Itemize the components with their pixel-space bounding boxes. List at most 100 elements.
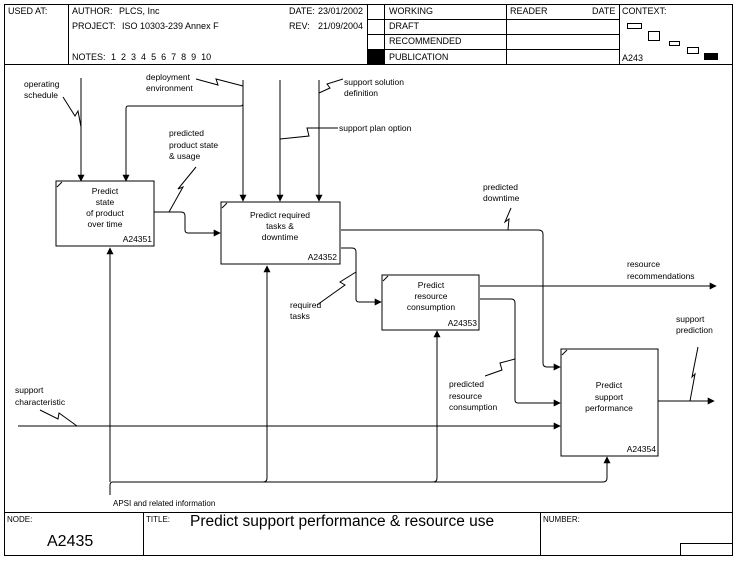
svg-text:characteristic: characteristic (15, 397, 66, 407)
svg-text:deployment: deployment (146, 72, 191, 82)
note-number[interactable]: 4 (141, 52, 147, 62)
activity-box-4[interactable]: Predict support performance A24354 (560, 348, 659, 457)
title-label: TITLE: (146, 515, 171, 524)
label-resource-recommendations: resource recommendations (627, 259, 695, 281)
node-value: A2435 (47, 533, 94, 550)
note-number[interactable]: 2 (121, 52, 127, 62)
project-value: ISO 10303-239 Annex F (122, 21, 219, 31)
squiggle (318, 78, 344, 94)
reader-date-label: DATE (592, 6, 616, 16)
status-publication[interactable]: PUBLICATION (389, 52, 449, 62)
label-support-prediction: support prediction (676, 314, 713, 335)
activity-box-3[interactable]: Predict resource consumption A24353 (381, 274, 480, 331)
squiggle (195, 78, 244, 87)
box-number: A24351 (123, 234, 153, 244)
idef0-frame (4, 4, 733, 556)
box-label: state (96, 197, 115, 207)
box-label: consumption (407, 302, 455, 312)
squiggle (484, 358, 516, 377)
box-label: performance (585, 403, 633, 413)
svg-text:support: support (676, 314, 705, 324)
svg-text:required: required (290, 300, 321, 310)
note-number[interactable]: 9 (191, 52, 197, 62)
arrow-apsi-box3 (432, 330, 441, 483)
activity-box-1[interactable]: Predict state of product over time A2435… (55, 180, 155, 247)
svg-text:APSI and related information: APSI and related information (113, 499, 215, 508)
arrow-predicted-product-state (154, 211, 221, 237)
note-number[interactable]: 1 (111, 52, 117, 62)
node-label: NODE: (7, 515, 33, 524)
box-label: support (595, 392, 624, 402)
arrow-apsi-box2 (262, 265, 271, 483)
context-label: CONTEXT: (622, 6, 667, 16)
diagram-title: Predict support performance & resource u… (190, 513, 495, 530)
svg-text:recommendations: recommendations (627, 271, 695, 281)
activity-box-2[interactable]: Predict required tasks & downtime A24352 (220, 201, 341, 265)
box-label: Predict (418, 280, 445, 290)
box-label: resource (414, 291, 447, 301)
box-label: Predict (92, 186, 119, 196)
status-recommended[interactable]: RECOMMENDED (389, 36, 462, 46)
svg-text:schedule: schedule (24, 90, 58, 100)
reader-label: READER (510, 6, 548, 16)
number-label: NUMBER: (543, 515, 580, 524)
squiggle (689, 346, 699, 402)
context-node: A243 (622, 53, 644, 63)
label-required-tasks: required tasks (290, 300, 321, 321)
box-label: Predict (596, 380, 623, 390)
squiggle (168, 166, 197, 213)
svg-text:product state: product state (169, 140, 218, 150)
notes-label: NOTES: (72, 52, 106, 62)
rev-label: REV: (289, 21, 310, 31)
label-predicted-resource-consumption: predicted resource consumption (449, 379, 497, 412)
arrow-apsi (109, 456, 611, 495)
svg-text:support: support (15, 385, 44, 395)
svg-text:predicted: predicted (449, 379, 484, 389)
status-working[interactable]: WORKING (389, 6, 433, 16)
box-label: of product (86, 208, 124, 218)
author-label: AUTHOR: (72, 6, 113, 16)
box-number: A24352 (308, 252, 338, 262)
publication-marker (368, 50, 384, 64)
box-label: over time (88, 219, 123, 229)
note-number[interactable]: 8 (181, 52, 187, 62)
arrow-predicted-downtime (341, 229, 561, 371)
label-predicted-downtime: predicted downtime (483, 182, 520, 203)
svg-text:resource: resource (627, 259, 660, 269)
svg-text:environment: environment (146, 83, 193, 93)
note-number[interactable]: 5 (151, 52, 157, 62)
date-value: 23/01/2002 (318, 6, 364, 16)
label-deployment-environment: deployment environment (146, 72, 193, 93)
label-support-plan-option: support plan option (339, 123, 412, 133)
arrow-predicted-resource-consumption (480, 298, 561, 407)
svg-text:downtime: downtime (483, 193, 520, 203)
note-number[interactable]: 7 (171, 52, 177, 62)
box-number: A24353 (448, 318, 478, 328)
svg-text:tasks: tasks (290, 311, 310, 321)
squiggle (39, 409, 78, 427)
status-draft[interactable]: DRAFT (389, 21, 419, 31)
svg-text:& usage: & usage (169, 151, 200, 161)
svg-text:definition: definition (344, 88, 378, 98)
date-label: DATE: (289, 6, 315, 16)
squiggle (316, 271, 357, 306)
label-predicted-product-state: predicted product state & usage (169, 128, 218, 161)
svg-text:support solution: support solution (344, 77, 404, 87)
squiggle (279, 127, 338, 140)
note-number[interactable]: 10 (201, 52, 212, 62)
svg-text:prediction: prediction (676, 325, 713, 335)
rev-value: 21/09/2004 (318, 21, 364, 31)
squiggle (503, 207, 512, 231)
note-number[interactable]: 3 (131, 52, 137, 62)
box-number: A24354 (627, 444, 657, 454)
label-apsi: APSI and related information (113, 499, 215, 508)
used-at-label: USED AT: (8, 6, 48, 16)
svg-text:consumption: consumption (449, 402, 497, 412)
squiggle (62, 96, 82, 128)
svg-text:predicted: predicted (169, 128, 204, 138)
label-support-solution-definition: support solution definition (344, 77, 404, 98)
label-support-characteristic: support characteristic (15, 385, 66, 407)
note-number[interactable]: 6 (161, 52, 167, 62)
